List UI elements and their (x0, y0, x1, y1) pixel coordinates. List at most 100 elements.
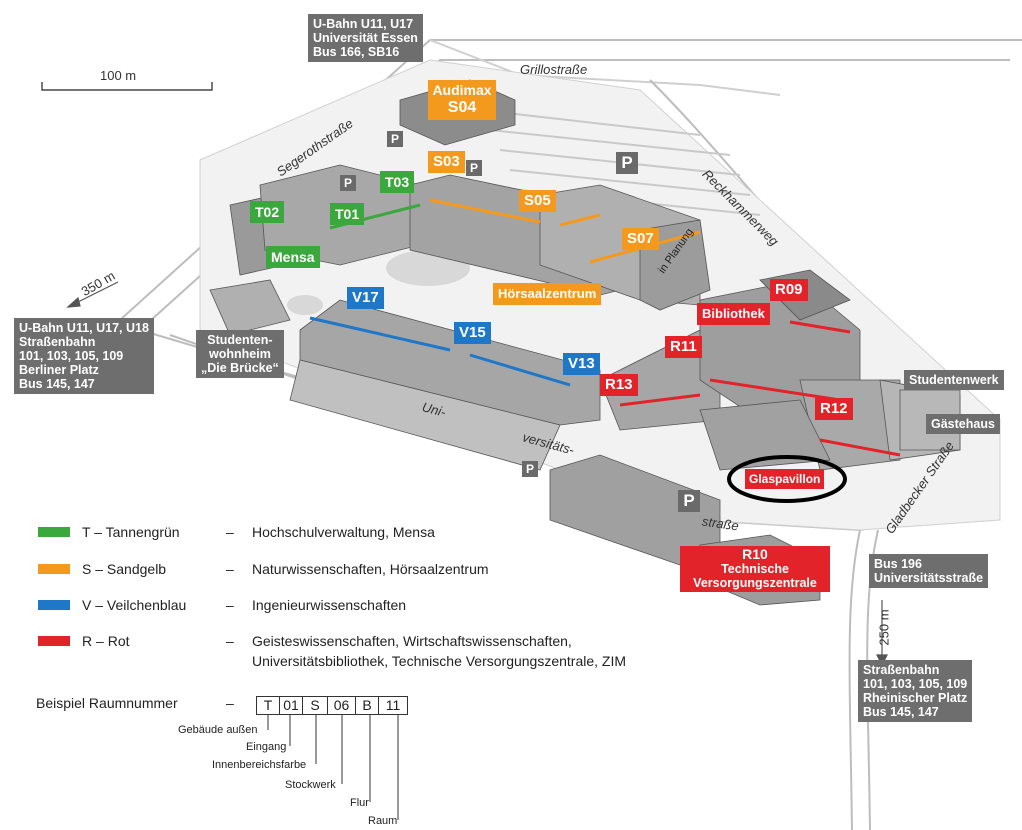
building-label-s05: S05 (519, 190, 556, 212)
example-part: 01 (279, 696, 303, 715)
parking-icon: P (678, 490, 700, 512)
gaestehaus-label: Gästehaus (926, 414, 1000, 434)
example-part: 11 (378, 696, 408, 715)
building-label-hoersaalzentrum: Hörsaalzentrum (493, 283, 602, 305)
building-label-s04: S04 (447, 99, 477, 116)
legend-swatch (38, 527, 70, 537)
legend-code: T – Tannengrün (82, 524, 180, 540)
legend-desc: Hochschulverwaltung, Mensa (252, 524, 435, 540)
example-annotation: Flur (350, 797, 369, 809)
parking-icon: P (466, 160, 482, 176)
legend-desc: Geisteswissenschaften, Wirtschaftswissen… (252, 633, 572, 649)
legend-code: R – Rot (82, 633, 130, 649)
transit-right-mid-line-2: Universitätsstraße (874, 571, 984, 585)
legend-name: Tannengrün (105, 524, 180, 540)
building-label-bibliothek: Bibliothek (697, 303, 770, 325)
building-label-s07: S07 (622, 228, 659, 250)
audimax-label-box: Audimax S04 (428, 80, 496, 120)
example-part: S (302, 696, 328, 715)
legend-dash: – (226, 597, 234, 613)
legend-letter: T (82, 524, 91, 540)
parking-icon: P (522, 461, 538, 477)
building-label-v15: V15 (454, 322, 491, 344)
transit-box-right-mid: Bus 196 Universitätsstraße (869, 554, 989, 588)
studentenwerk-label: Studentenwerk (904, 370, 1004, 390)
legend-name: Rot (107, 633, 130, 649)
parking-icon: P (340, 175, 356, 191)
studentenwohnheim-line-1: Studenten- (207, 333, 273, 347)
studentenwohnheim-line-2: wohnheim (209, 347, 271, 361)
transit-right-bottom-line-4: Bus 145, 147 (863, 705, 939, 719)
building-label-v13: V13 (563, 353, 600, 375)
building-label-s03: S03 (428, 151, 465, 173)
transit-top-line-3: Bus 166, SB16 (313, 45, 400, 59)
legend-dash: – (226, 633, 234, 649)
distance-right: 250 m (876, 609, 892, 646)
legend-swatch (38, 600, 70, 610)
transit-top-line-1: U-Bahn U11, U17 (313, 17, 414, 31)
parking-icon: P (387, 131, 403, 147)
transit-box-top: U-Bahn U11, U17 Universität Essen Bus 16… (308, 14, 423, 62)
legend-swatch (38, 564, 70, 574)
transit-left-line-1: U-Bahn U11, U17, U18 (19, 321, 149, 335)
scale-bar (41, 82, 213, 91)
transit-box-left: U-Bahn U11, U17, U18 Straßenbahn 101, 10… (14, 318, 154, 394)
studentenwohnheim-line-3: „Die Brücke“ (201, 361, 279, 375)
legend-code: S – Sandgelb (82, 561, 167, 577)
building-label-v17: V17 (347, 287, 384, 309)
parking-icon: P (616, 152, 638, 174)
legend-desc: Naturwissenschaften, Hörsaalzentrum (252, 561, 489, 577)
building-label-technische: Technische (721, 562, 789, 576)
legend-name: Veilchenblau (106, 597, 187, 613)
transit-left-line-4: Berliner Platz (19, 363, 99, 377)
building-label-mensa: Mensa (266, 246, 320, 268)
building-label-r10: R10 (735, 546, 775, 562)
street-grillostrasse: Grillostraße (520, 62, 588, 77)
example-label: Beispiel Raumnummer (36, 695, 178, 711)
legend-name: Sandgelb (106, 561, 167, 577)
building-label-versorgungszentrale: Versorgungszentrale (693, 576, 817, 590)
glaspavillon-highlight (727, 455, 847, 503)
example-connectors (267, 715, 399, 820)
legend-code: V – Veilchenblau (82, 597, 187, 613)
studentenwohnheim-label: Studenten- wohnheim „Die Brücke“ (196, 330, 284, 378)
building-label-r11: R11 (665, 336, 702, 358)
example-part: 06 (327, 696, 356, 715)
transit-box-right-bottom: Straßenbahn 101, 103, 105, 109 Rheinisch… (858, 660, 973, 722)
pond (287, 295, 323, 315)
scale-label: 100 m (100, 68, 137, 83)
building-label-r09: R09 (770, 279, 808, 301)
transit-top-line-2: Universität Essen (313, 31, 418, 45)
building-label-r13: R13 (600, 374, 638, 396)
example-annotation: Eingang (246, 741, 287, 753)
example-part: B (355, 696, 379, 715)
legend-swatch (38, 636, 70, 646)
legend-desc-2: Universitätsbibliothek, Technische Verso… (252, 653, 627, 669)
example-annotation: Innenbereichsfarbe (212, 759, 307, 771)
transit-left-line-3: 101, 103, 105, 109 (19, 349, 124, 363)
legend-desc: Ingenieurwissenschaften (252, 597, 407, 613)
transit-left-line-5: Bus 145, 147 (19, 377, 95, 391)
building-label-glaspavillon: Glaspavillon (745, 469, 825, 489)
building-label-t01: T01 (330, 203, 365, 225)
legend-dash: – (226, 524, 234, 540)
building-label-audimax: Audimax (432, 82, 492, 98)
example-annotation: Stockwerk (285, 779, 336, 791)
example-dash: – (226, 695, 234, 711)
building-label-r12: R12 (815, 398, 853, 420)
transit-right-bottom-line-2: 101, 103, 105, 109 (863, 677, 968, 691)
transit-right-bottom-line-1: Straßenbahn (863, 663, 940, 677)
legend-dash: – (226, 561, 234, 577)
transit-right-bottom-line-3: Rheinischer Platz (863, 691, 968, 705)
example-part: T (256, 696, 280, 715)
transit-right-mid-line-1: Bus 196 (874, 557, 922, 571)
building-label-t03: T03 (380, 171, 415, 193)
legend-letter: S (82, 561, 92, 577)
example-annotation: Gebäude außen (178, 724, 258, 736)
transit-left-line-2: Straßenbahn (19, 335, 96, 349)
example-annotation: Raum (368, 815, 398, 827)
legend-letter: R (82, 633, 93, 649)
building-label-t02: T02 (250, 201, 285, 223)
legend-letter: V (82, 597, 92, 613)
r10-label-box: R10 Technische Versorgungszentrale (680, 546, 830, 592)
